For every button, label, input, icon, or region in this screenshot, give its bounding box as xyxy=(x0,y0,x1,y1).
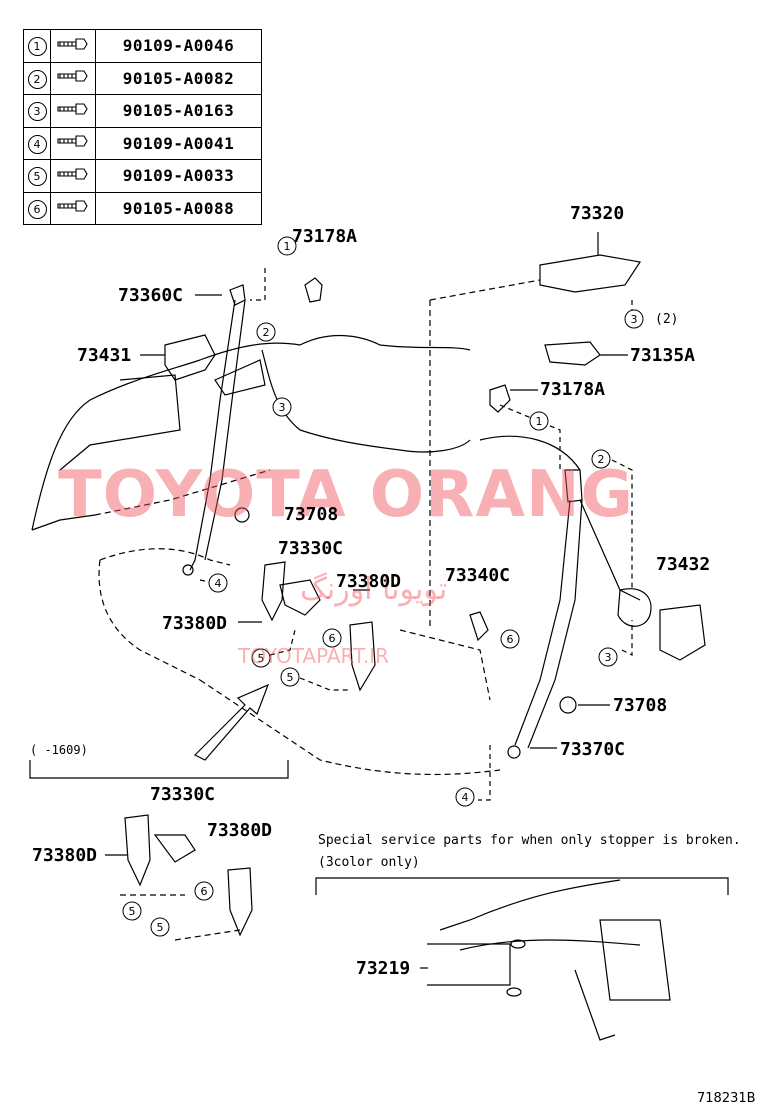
label-73431: 73431 xyxy=(77,345,132,366)
legend-row: 1 90109-A0046 xyxy=(23,29,262,63)
svg-text:5: 5 xyxy=(157,921,164,934)
label-73330C-inset: 73330C xyxy=(150,784,216,805)
legend-part-number: 90109-A0041 xyxy=(95,126,262,160)
svg-text:4: 4 xyxy=(215,577,222,590)
svg-text:3: 3 xyxy=(605,651,612,664)
color-note: (3color only) xyxy=(318,855,420,870)
legend-part-number: 90109-A0033 xyxy=(95,159,262,193)
label-73380D-center: 73380D xyxy=(336,571,402,592)
bolt-legend-table: 1 90109-A0046 2 90105-A0082 3 90105-A0163 4 901… xyxy=(23,29,262,225)
left-belt xyxy=(229,284,246,306)
legend-index: 3 xyxy=(27,102,47,122)
legend-part-number: 90105-A0163 xyxy=(95,94,262,128)
bolt-icon xyxy=(56,200,90,219)
label-73380D-inset-right: 73380D xyxy=(207,820,273,841)
bolt-icon xyxy=(56,38,90,57)
date-range-note: ( -1609) xyxy=(30,743,88,757)
label-73432: 73432 xyxy=(656,554,711,575)
label-73708-right: 73708 xyxy=(613,695,668,716)
legend-part-number: 90109-A0046 xyxy=(95,29,262,63)
svg-text:1: 1 xyxy=(284,240,291,253)
legend-index: 4 xyxy=(27,134,47,154)
svg-text:3: 3 xyxy=(631,313,638,326)
label-73178A-right: 73178A xyxy=(540,379,606,400)
legend-row: 4 90109-A0041 xyxy=(23,126,262,160)
legend-row: 6 90105-A0088 xyxy=(23,191,262,225)
label-73320: 73320 xyxy=(570,203,625,224)
special-parts-note: Special service parts for when only stop… xyxy=(318,833,741,848)
svg-text:2: 2 xyxy=(263,326,270,339)
legend-index: 1 xyxy=(27,37,47,57)
label-73340C: 73340C xyxy=(445,565,511,586)
legend-row: 2 90105-A0082 xyxy=(23,61,262,95)
bolt-icon xyxy=(56,168,90,187)
legend-part-number: 90105-A0088 xyxy=(95,191,262,225)
watermark-persian: تویوتا اورنگ xyxy=(300,572,448,607)
legend-row: 5 90109-A0033 xyxy=(23,159,262,193)
svg-text:6: 6 xyxy=(201,885,208,898)
watermark-main: TOYOTA ORANG xyxy=(58,458,635,532)
retractor-73320 xyxy=(539,254,641,293)
view-arrow xyxy=(193,683,270,761)
legend-index: 2 xyxy=(27,69,47,89)
label-73370C: 73370C xyxy=(560,739,626,760)
qty-2-callout: (2) xyxy=(655,312,679,327)
legend-index: 5 xyxy=(27,167,47,187)
svg-text:2: 2 xyxy=(598,453,605,466)
svg-text:1: 1 xyxy=(536,415,543,428)
buckle-73380D xyxy=(261,561,286,622)
bolt-icon xyxy=(56,103,90,122)
svg-text:5: 5 xyxy=(258,652,265,665)
figure-id: 718231B xyxy=(697,1091,756,1106)
label-73708-left: 73708 xyxy=(284,504,339,525)
svg-text:3: 3 xyxy=(279,401,286,414)
label-73219: 73219 xyxy=(356,958,411,979)
svg-text:5: 5 xyxy=(129,905,136,918)
svg-text:5: 5 xyxy=(287,671,294,684)
svg-text:4: 4 xyxy=(462,791,469,804)
label-73178A-left: 73178A xyxy=(292,226,358,247)
label-73380D-inset-left: 73380D xyxy=(32,845,98,866)
svg-text:6: 6 xyxy=(507,633,514,646)
legend-row: 3 90105-A0163 xyxy=(23,94,262,128)
bolt-icon xyxy=(56,70,90,89)
legend-index: 6 xyxy=(27,199,47,219)
label-73135A: 73135A xyxy=(630,345,696,366)
label-73360C: 73360C xyxy=(118,285,184,306)
label-73380D-left: 73380D xyxy=(162,613,228,634)
watermark-url: TOYOTAPART.IR xyxy=(238,644,389,668)
bolt-icon xyxy=(56,135,90,154)
svg-text:6: 6 xyxy=(329,632,336,645)
body-outline xyxy=(31,335,471,531)
label-73330C: 73330C xyxy=(278,538,344,559)
legend-part-number: 90105-A0082 xyxy=(95,61,262,95)
